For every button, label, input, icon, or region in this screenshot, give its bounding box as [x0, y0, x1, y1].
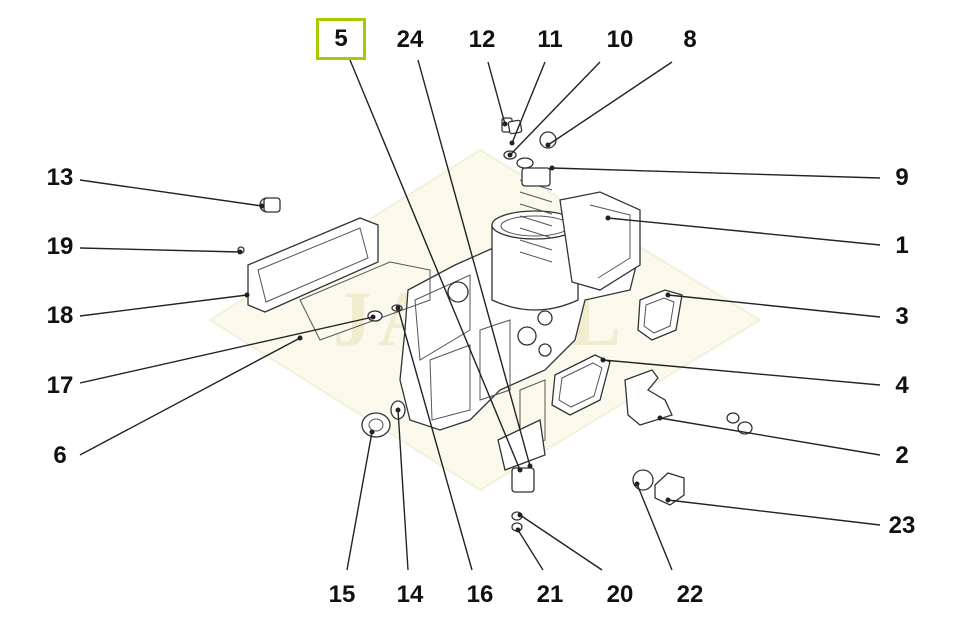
- callout-label-3[interactable]: 3: [895, 303, 909, 330]
- callout-label-16[interactable]: 16: [466, 581, 494, 608]
- callout-label-21[interactable]: 21: [536, 581, 564, 608]
- gaskets-drawing: [551, 289, 753, 435]
- callout-label-4[interactable]: 4: [895, 372, 909, 399]
- callout-label-14[interactable]: 14: [396, 581, 424, 608]
- bottom-parts-drawing: [361, 304, 685, 532]
- callout-label-20[interactable]: 20: [606, 581, 634, 608]
- callout-label-9[interactable]: 9: [895, 164, 909, 191]
- callout-label-15[interactable]: 15: [328, 581, 356, 608]
- callout-label-10[interactable]: 10: [606, 26, 634, 53]
- callout-label-19[interactable]: 19: [46, 233, 74, 260]
- callout-label-8[interactable]: 8: [683, 26, 697, 53]
- callout-label-5[interactable]: 5: [316, 18, 366, 60]
- callout-label-1[interactable]: 1: [895, 232, 909, 259]
- callout-label-13[interactable]: 13: [46, 164, 74, 191]
- callout-label-2[interactable]: 2: [895, 442, 909, 469]
- callout-label-12[interactable]: 12: [468, 26, 496, 53]
- callout-label-18[interactable]: 18: [46, 302, 74, 329]
- oil-filter-housing-drawing: [399, 167, 641, 451]
- valve-cover-drawing: [237, 197, 431, 341]
- callout-label-22[interactable]: 22: [676, 581, 704, 608]
- callout-label-17[interactable]: 17: [46, 372, 74, 399]
- callout-label-11[interactable]: 11: [537, 26, 563, 53]
- leader-dots: [237, 121, 671, 533]
- leader-lines: [79, 59, 881, 571]
- callout-label-24[interactable]: 24: [396, 26, 424, 53]
- callout-label-6[interactable]: 6: [53, 442, 67, 469]
- callout-label-23[interactable]: 23: [888, 512, 916, 539]
